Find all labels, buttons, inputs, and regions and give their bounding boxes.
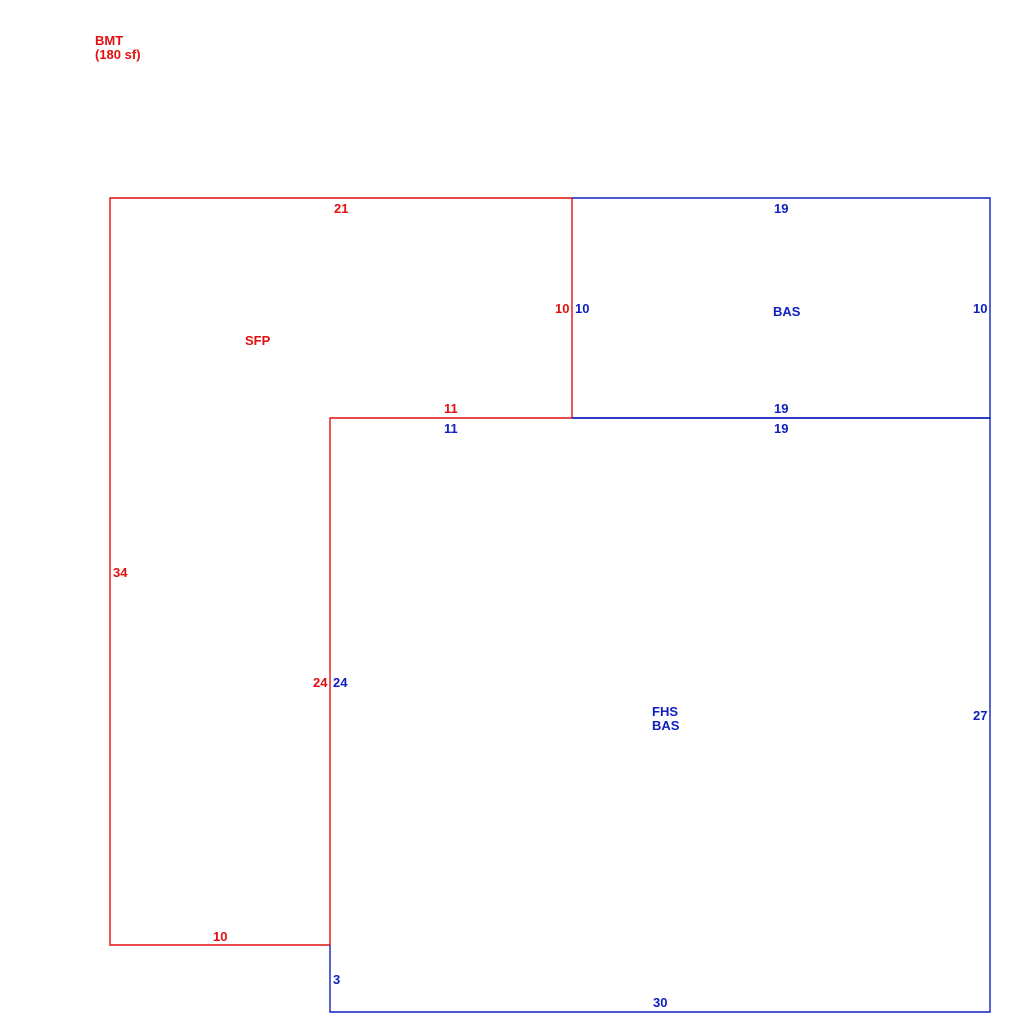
dim-bas-top: 19	[774, 201, 789, 216]
dim-main-top-right: 19	[774, 421, 789, 436]
legend-area-size: (180 sf)	[95, 47, 141, 62]
dim-bas-bottom: 19	[774, 401, 789, 416]
main-area-outline	[329, 417, 991, 1013]
dim-main-top-left: 11	[444, 421, 458, 436]
dim-sfp-inner-step: 11	[444, 401, 458, 416]
main-area-label-line1: FHS	[652, 704, 678, 719]
dim-main-left: 24	[333, 675, 348, 690]
dim-bas-right: 10	[973, 301, 988, 316]
dim-bas-left: 10	[575, 301, 590, 316]
dim-sfp-inner-right: 10	[555, 301, 570, 316]
dim-sfp-top: 21	[334, 201, 349, 216]
dim-sfp-bottom: 10	[213, 929, 228, 944]
legend-area-code: BMT	[95, 33, 124, 48]
sfp-area-label: SFP	[245, 333, 271, 348]
dim-main-bottom: 30	[653, 995, 668, 1010]
dim-main-small-left: 3	[333, 972, 341, 987]
dim-sfp-left: 34	[113, 565, 128, 580]
dim-main-right: 27	[973, 708, 988, 723]
dim-sfp-inner-left: 24	[313, 675, 328, 690]
bas-top-area-label: BAS	[773, 304, 801, 319]
main-area-label-line2: BAS	[652, 718, 680, 733]
sfp-outline	[109, 197, 573, 946]
